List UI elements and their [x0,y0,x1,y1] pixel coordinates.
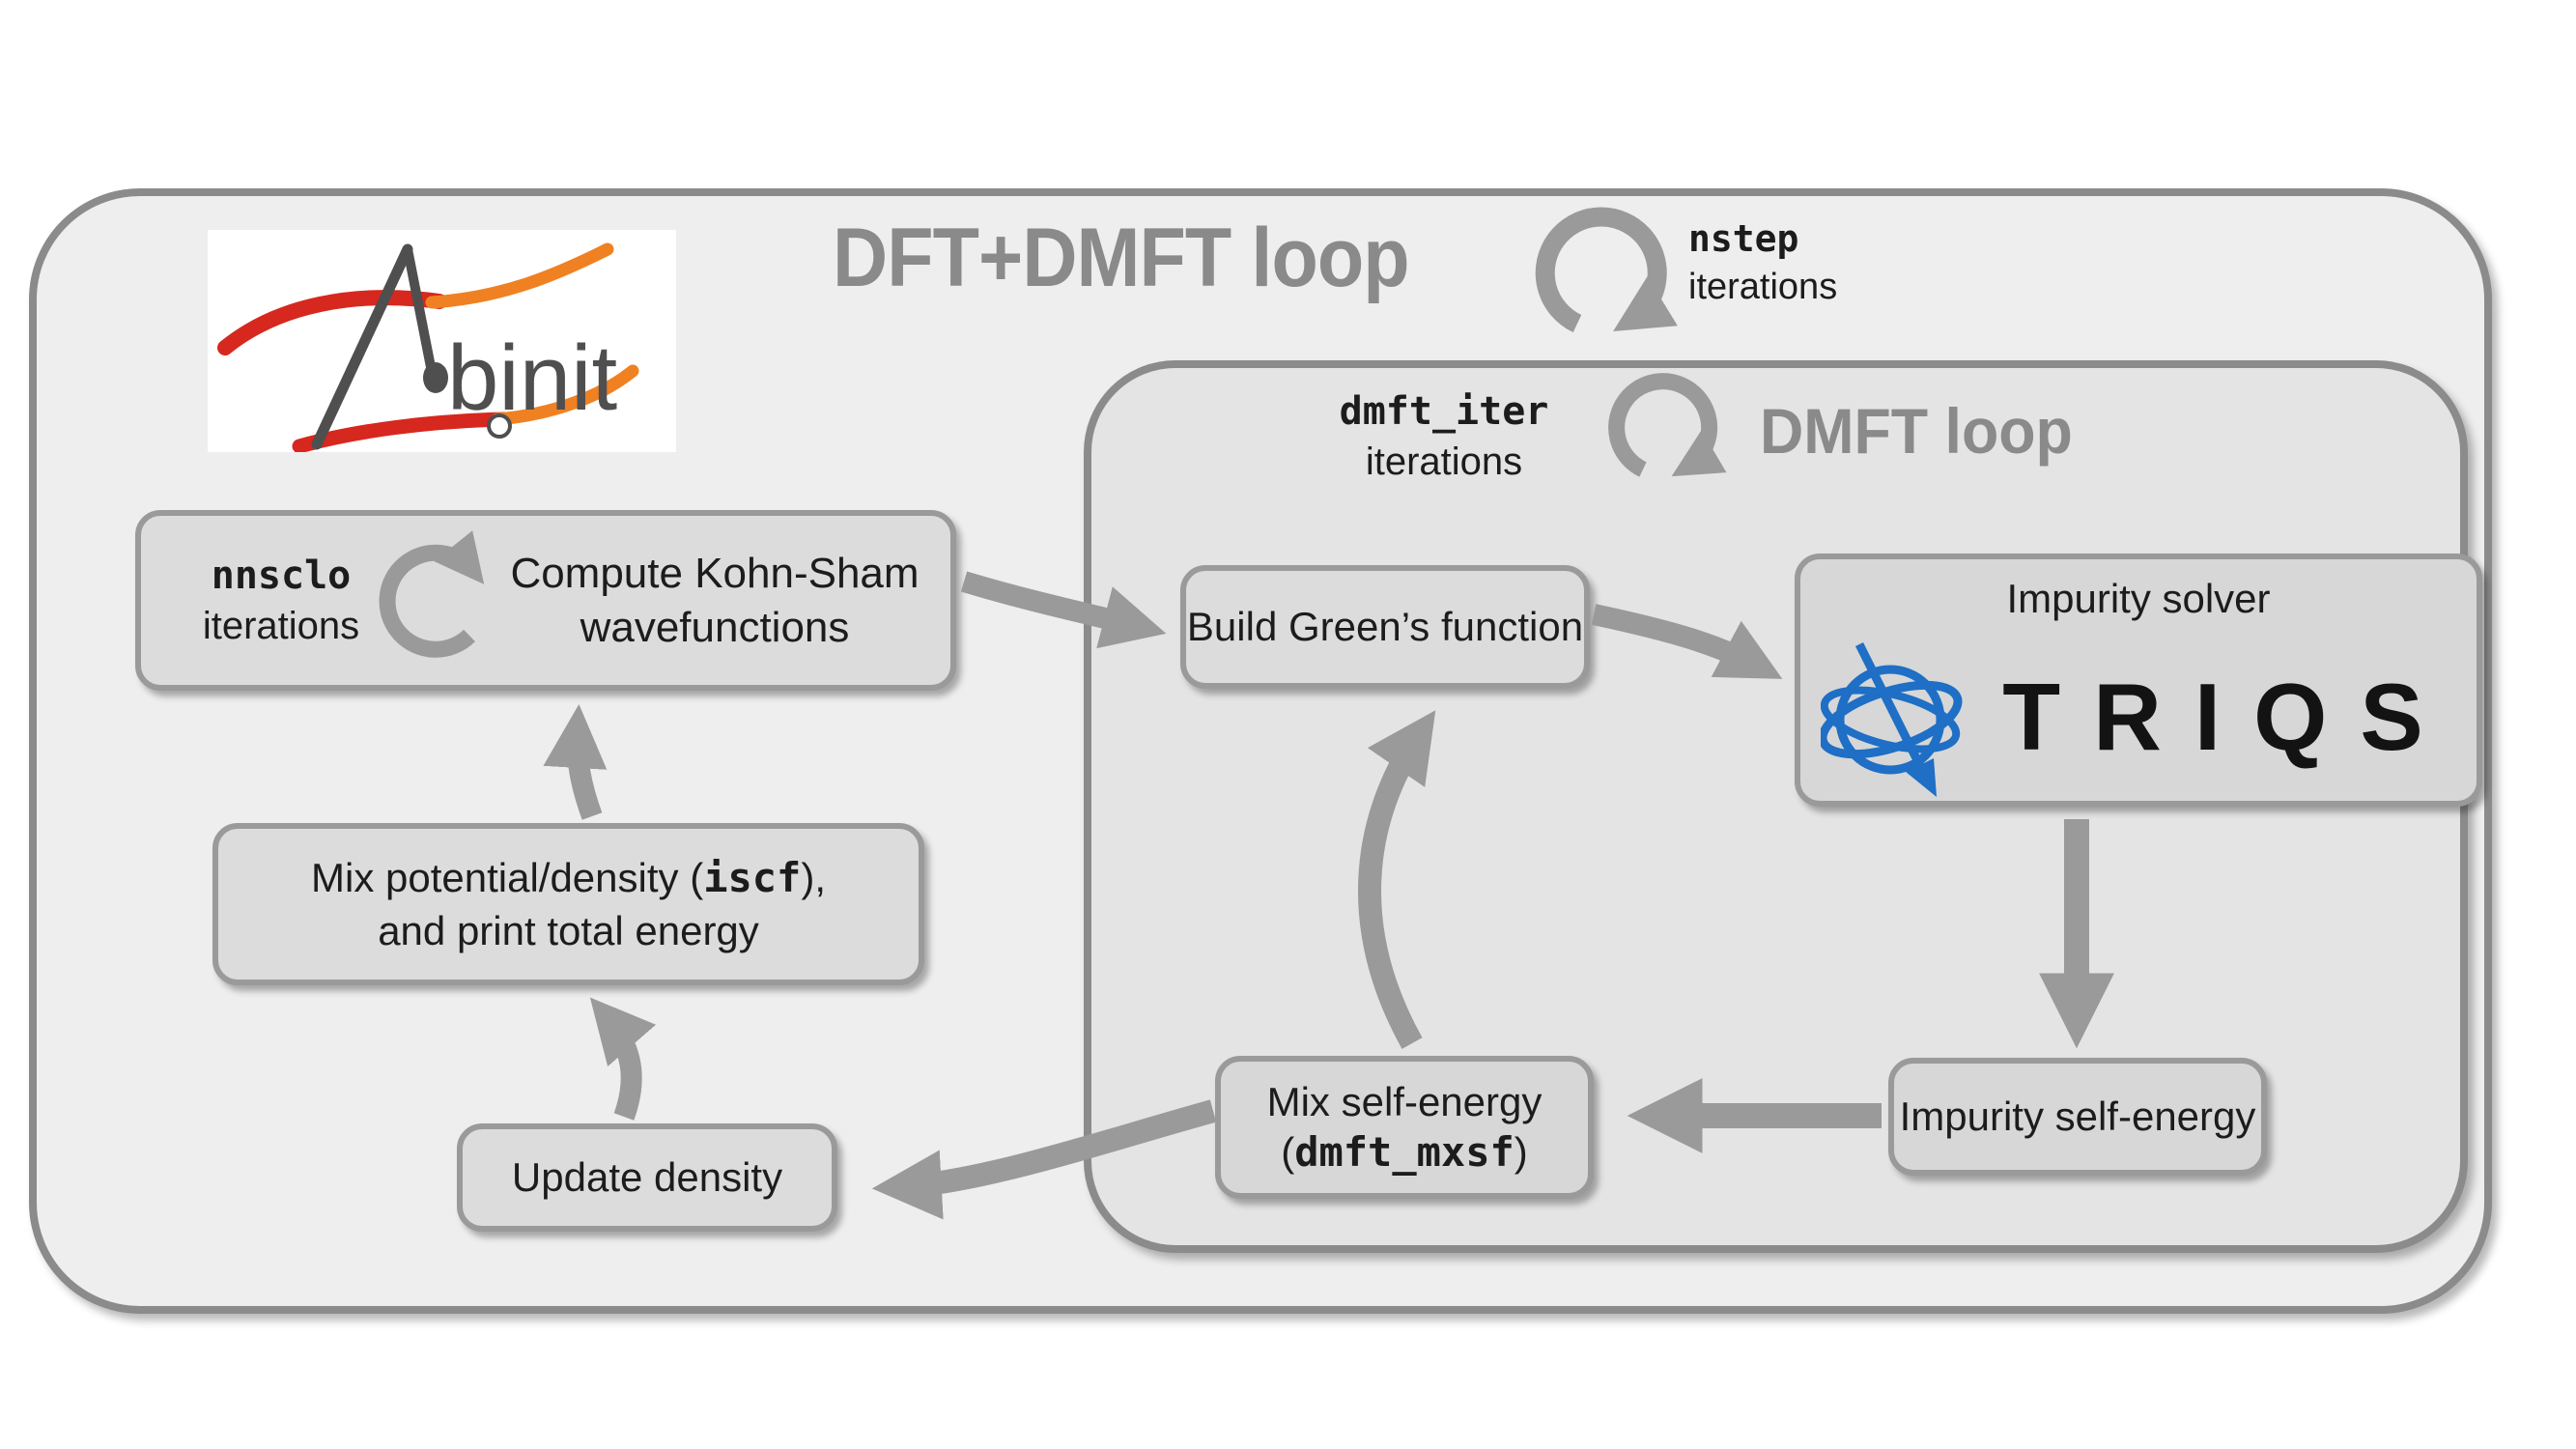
dft-dmft-loop-title: DFT+DMFT loop [833,212,1410,304]
mix-self-energy-line1: Mix self-energy [1266,1079,1543,1124]
nnsclo-iterations-label: nnsclo iterations [170,551,392,651]
mix-potential-text-end: ), [801,855,826,900]
mix-potential-line2: and print total energy [378,908,759,953]
abinit-logo-icon: binit [217,242,639,452]
mix-self-energy-line2: (dmft_mxsf) [1281,1127,1528,1178]
nstep-var: nstep [1688,217,1799,260]
triqs-logo: TRIQS [1821,631,2455,803]
triqs-sphere-icon [1821,641,1963,797]
kohn-sham-line1: Compute Kohn-Sham [510,549,920,597]
dmft-iter-var: dmft_iter [1339,389,1549,434]
kohn-sham-label: Compute Kohn-Sham wavefunctions [508,547,921,655]
nstep-iterations-label: nstep iterations [1688,214,1837,311]
nnsclo-var: nnsclo [211,553,352,598]
paren-close: ) [1514,1129,1528,1175]
kohn-sham-line2: wavefunctions [580,603,850,651]
node-update-density: Update density [457,1123,837,1232]
dmft-loop-title: DMFT loop [1760,395,2073,467]
dmft-iter-word: iterations [1365,440,1523,483]
update-density-label: Update density [511,1154,783,1200]
paren-open: ( [1281,1129,1295,1175]
dmft-mxsf-code: dmft_mxsf [1294,1128,1514,1176]
node-mix-self-energy: Mix self-energy (dmft_mxsf) [1215,1056,1594,1199]
mix-potential-text: Mix potential/density ( [311,855,704,900]
node-build-green-function: Build Green’s function [1180,565,1590,689]
node-mix-potential-density: Mix potential/density (iscf), and print … [212,823,924,985]
nstep-word: iterations [1688,267,1838,307]
dmft-iter-iterations-label: dmft_iter iterations [1285,386,1603,487]
node-impurity-solver: Impurity solver TRIQS [1795,554,2482,807]
triqs-wordmark: TRIQS [2002,664,2456,770]
abinit-logo: binit [208,230,676,452]
nnsclo-word: iterations [202,604,360,647]
impurity-solver-label: Impurity solver [2006,576,2271,621]
mix-potential-line1: Mix potential/density (iscf), [311,851,826,904]
node-impurity-self-energy: Impurity self-energy [1888,1058,2267,1176]
impurity-self-energy-label: Impurity self-energy [1899,1094,2256,1139]
iscf-code: iscf [703,854,802,901]
node-compute-kohn-sham: nnsclo iterations Compute Kohn-Sham wave… [135,510,956,691]
abinit-wordmark: binit [447,327,617,430]
nnsclo-loop-icon-slot [392,516,508,685]
build-green-label: Build Green’s function [1186,604,1584,649]
